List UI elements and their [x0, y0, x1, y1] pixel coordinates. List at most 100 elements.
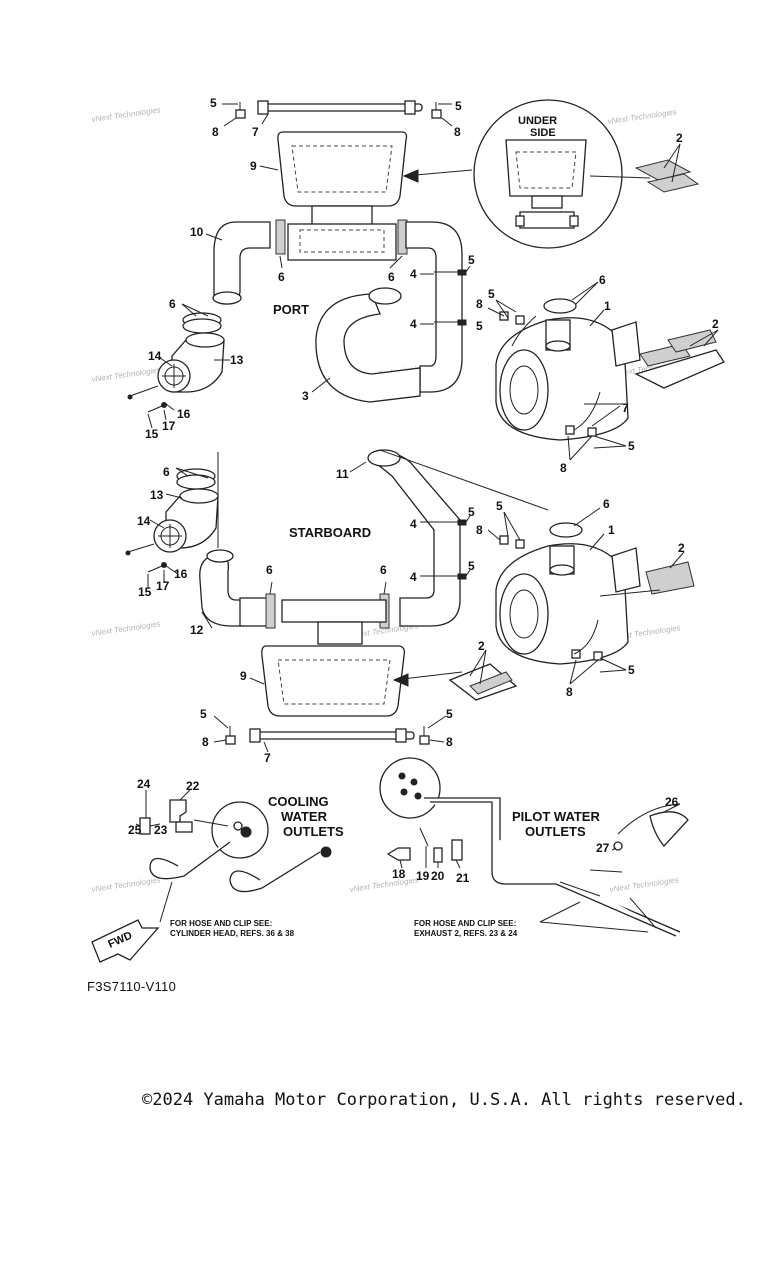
clip-ring: [543, 298, 577, 314]
callout-5: 5: [468, 253, 475, 267]
callout-12: 12: [190, 623, 204, 637]
port-label: PORT: [273, 302, 309, 317]
hose-end: [368, 287, 402, 305]
callout-2: 2: [676, 131, 683, 145]
callout-9: 9: [240, 669, 247, 683]
pad: [645, 561, 695, 595]
callout-7: 7: [622, 401, 629, 415]
air-box-face: [499, 573, 549, 655]
callout-22: 22: [186, 779, 200, 793]
pad-plate: [634, 349, 725, 389]
hull-section: [649, 811, 689, 847]
watermark-text: vNext Technologies: [91, 875, 161, 894]
box-neck: [281, 599, 387, 623]
callout-6: 6: [603, 497, 610, 511]
callout-5: 5: [210, 96, 217, 110]
callouts: 5 8 7 5 8 9 10 6 6 5 4 4 5 6 14 13 16 17…: [128, 96, 719, 885]
callout-9: 9: [250, 159, 257, 173]
callout-2: 2: [478, 639, 485, 653]
starboard-label: STARBOARD: [289, 525, 371, 540]
note-cylinder: CYLINDER HEAD, REFS. 36 & 38: [170, 929, 295, 938]
underside-label: SIDE: [530, 127, 556, 139]
underside-label: UNDER: [518, 115, 557, 127]
callout-21: 21: [456, 871, 470, 885]
hose-3: [315, 293, 421, 403]
pad: [634, 159, 692, 181]
callout-4: 4: [410, 570, 417, 584]
air-box-face: [499, 349, 549, 431]
callout-4: 4: [410, 317, 417, 331]
callout-8: 8: [454, 125, 461, 139]
callout-6: 6: [599, 273, 606, 287]
callout-23: 23: [154, 823, 168, 837]
watermark-text: vNext Technologies: [91, 365, 161, 384]
nut: [225, 735, 236, 745]
hose-joint: [265, 593, 276, 629]
pad: [469, 671, 513, 695]
callout-8: 8: [212, 125, 219, 139]
callout-8: 8: [446, 735, 453, 749]
callout-16: 16: [177, 407, 191, 421]
callout-24: 24: [137, 777, 151, 791]
callout-18: 18: [392, 867, 406, 881]
silencer-box: [261, 645, 406, 717]
watermark-text: vNext Technologies: [91, 105, 161, 124]
callout-8: 8: [476, 523, 483, 537]
callout-2: 2: [678, 541, 685, 555]
elbow-opening: [185, 332, 225, 348]
nut: [419, 735, 430, 745]
underside-inset: UNDER SIDE: [402, 99, 700, 249]
callout-19: 19: [416, 869, 430, 883]
watermark-text: vNext Technologies: [91, 619, 161, 638]
cooling-label: COOLING: [268, 794, 329, 809]
callout-27: 27: [596, 841, 610, 855]
nozzle-18: [386, 847, 411, 861]
callout-25: 25: [128, 823, 142, 837]
callout-8: 8: [566, 685, 573, 699]
hose: [149, 841, 231, 880]
callout-6: 6: [278, 270, 285, 284]
box-outlet: [317, 621, 363, 645]
callout-5: 5: [476, 319, 483, 333]
callout-3: 3: [302, 389, 309, 403]
watermark-text: vNext Technologies: [609, 875, 679, 894]
callout-5: 5: [628, 439, 635, 453]
callout-20: 20: [431, 869, 445, 883]
callout-7: 7: [264, 751, 271, 765]
hose-clip: [182, 318, 222, 334]
hose: [229, 851, 321, 893]
nut: [235, 109, 246, 119]
callout-17: 17: [162, 419, 176, 433]
section-labels: PORT STARBOARD COOLING WATER OUTLETS PIL…: [170, 302, 600, 938]
callout-6: 6: [266, 563, 273, 577]
starboard-section: [125, 449, 695, 745]
callout-1: 1: [608, 523, 615, 537]
strap: [253, 731, 415, 740]
air-box-port: [611, 321, 641, 367]
callout-5: 5: [628, 663, 635, 677]
leader-lines: [135, 103, 719, 933]
hose-joint-pipe: [239, 597, 271, 627]
hose-joint: [275, 219, 286, 255]
air-box-port: [611, 547, 641, 593]
callout-7: 7: [252, 125, 259, 139]
callout-14: 14: [148, 349, 162, 363]
silencer-box: [277, 131, 408, 207]
diagram-code: F3S7110-V110: [87, 979, 177, 994]
callout-15: 15: [138, 585, 152, 599]
cooling-water-outlets: FWD: [91, 799, 332, 963]
note-cylinder: FOR HOSE AND CLIP SEE:: [170, 919, 272, 928]
pilot-label: OUTLETS: [525, 824, 586, 839]
callout-6: 6: [163, 465, 170, 479]
callout-1: 1: [604, 299, 611, 313]
callout-13: 13: [230, 353, 244, 367]
callout-6: 6: [388, 270, 395, 284]
fwd-arrow: [91, 919, 160, 963]
outlet-inset: [379, 757, 441, 819]
callout-8: 8: [202, 735, 209, 749]
callout-4: 4: [410, 267, 417, 281]
strap-end: [404, 100, 416, 115]
fitting-22: [169, 799, 187, 823]
callout-16: 16: [174, 567, 188, 581]
